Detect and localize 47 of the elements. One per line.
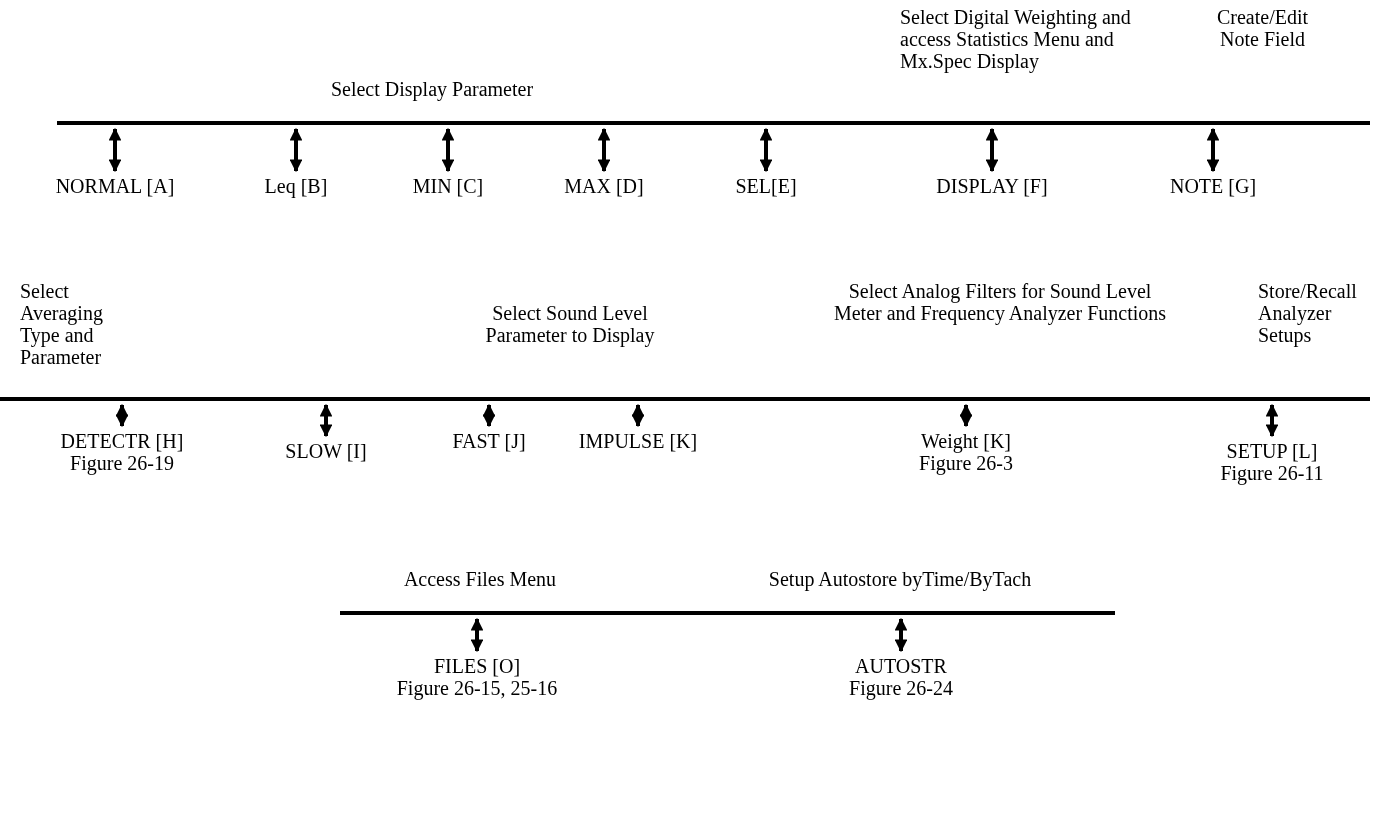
double-arrow	[985, 127, 999, 173]
double-arrow	[631, 403, 645, 428]
key-label: AUTOSTR	[854, 655, 948, 677]
double-arrow	[597, 127, 611, 173]
key-label: Leq [B]	[264, 175, 328, 197]
double-arrow	[441, 127, 455, 173]
key-label: MAX [D]	[564, 175, 644, 197]
figure-reference: Figure 26-19	[69, 452, 175, 474]
menu-heading: Access Files Menu	[403, 568, 557, 590]
figure-reference: Figure 26-3	[919, 452, 1013, 474]
figure-reference: Figure 26-11	[1220, 462, 1324, 484]
double-arrow	[470, 617, 484, 653]
key-label: FAST [J]	[452, 430, 526, 452]
menu-bar	[0, 397, 1370, 401]
menu-bar	[57, 121, 1370, 125]
menu-heading: Select Digital Weighting and access Statistics Menu and Mx.Spec Display	[900, 6, 1131, 72]
double-arrow	[759, 127, 773, 173]
double-arrow	[115, 403, 129, 428]
menu-heading: Setup Autostore byTime/ByTach	[768, 568, 1032, 590]
figure-reference: Figure 26-15, 25-16	[396, 677, 558, 699]
key-label: SETUP [L]	[1225, 440, 1319, 462]
double-arrow	[289, 127, 303, 173]
double-arrow	[959, 403, 973, 428]
key-label: FILES [O]	[432, 655, 522, 677]
menu-heading: Select Display Parameter	[330, 78, 534, 100]
menu-heading: Select Averaging Type and Parameter	[20, 280, 103, 368]
key-label: DISPLAY [F]	[936, 175, 1048, 197]
menu-heading: Select Sound Level Parameter to Display	[485, 302, 655, 346]
key-label: DETECTR [H]	[60, 430, 184, 452]
menu-heading: Store/Recall Analyzer Setups	[1258, 280, 1357, 346]
double-arrow	[108, 127, 122, 173]
double-arrow	[894, 617, 908, 653]
key-label: NOTE [G]	[1169, 175, 1257, 197]
menu-heading: Select Analog Filters for Sound Level Meter and Frequency Analyzer Functions	[833, 280, 1167, 324]
key-label: SEL[E]	[735, 175, 797, 197]
double-arrow	[1206, 127, 1220, 173]
menu-bar	[340, 611, 1115, 615]
key-label: Weight [K]	[920, 430, 1012, 452]
menu-heading: Create/Edit Note Field	[1216, 6, 1309, 50]
double-arrow	[1265, 403, 1279, 438]
figure-reference: Figure 26-24	[849, 677, 953, 699]
double-arrow	[482, 403, 496, 428]
double-arrow	[319, 403, 333, 438]
key-label: SLOW [I]	[285, 440, 367, 462]
key-label: MIN [C]	[412, 175, 484, 197]
key-label: NORMAL [A]	[55, 175, 175, 197]
key-label: IMPULSE [K]	[578, 430, 698, 452]
